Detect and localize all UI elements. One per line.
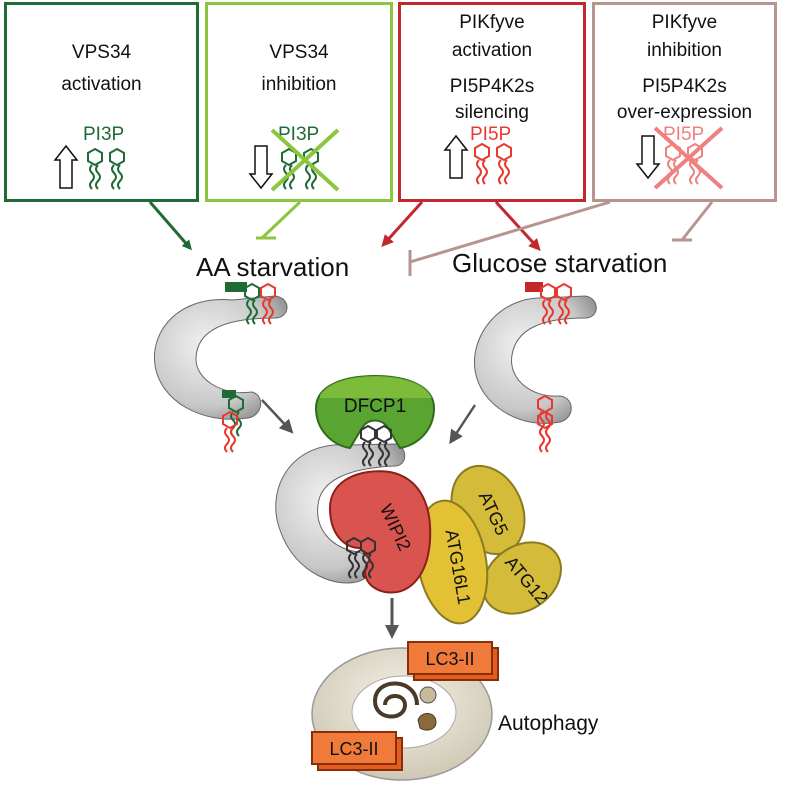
arrow-pikfyve-aa	[381, 200, 424, 247]
box3-line3: PI5P4K2s	[449, 76, 535, 97]
box2-line1: VPS34	[269, 42, 329, 63]
aa-starvation-label: AA starvation	[196, 252, 350, 282]
box3-lipid-label: PI5P	[470, 124, 512, 145]
box4-lipid-label: PI5P	[663, 124, 705, 145]
atg5-protein	[450, 464, 526, 556]
inhibit-pikfyve-glucose	[680, 201, 714, 241]
lc3-badge-top	[407, 641, 499, 681]
box3-line1: PIKfyve	[459, 12, 525, 33]
membrane-central	[275, 443, 406, 584]
dfcp1-label: DFCP1	[344, 396, 406, 417]
atg12-protein	[482, 541, 562, 615]
wipi2-label: WIPI2	[376, 501, 415, 554]
arrow-glucose-to-complex	[449, 404, 477, 445]
atg5-label: ATG5	[475, 489, 512, 539]
lc3-badge-bottom	[311, 731, 403, 771]
box1-line1: VPS34	[71, 42, 132, 63]
box2-lipid-label: PI3P	[278, 124, 320, 145]
box3-line2: activation	[451, 40, 533, 61]
box2-line2: inhibition	[261, 74, 337, 95]
atg16l1-protein	[415, 499, 489, 625]
lc3-top-label: LC3-II	[425, 649, 474, 669]
autophagosome	[311, 647, 493, 781]
inhibit-vps34-inhibition	[260, 200, 302, 240]
wipi2-protein	[328, 470, 432, 594]
box-pikfyve-inhibition: PIKfyve inhibition PI5P4K2s over-express…	[592, 2, 777, 202]
membrane-aa	[153, 282, 288, 453]
box3-line4: silencing	[455, 102, 529, 123]
glucose-starvation-label: Glucose starvation	[452, 248, 668, 278]
arrow-pikfyve-glucose	[494, 200, 541, 251]
dfcp1-protein	[314, 374, 436, 467]
membrane-glucose	[473, 282, 597, 453]
lc3-bottom-label: LC3-II	[329, 739, 378, 759]
box4-line3: PI5P4K2s	[642, 76, 727, 97]
box4-line4: over-expression	[616, 102, 753, 123]
atg16l1-label: ATG16L1	[441, 528, 474, 606]
arrow-vps34-activation	[148, 201, 192, 251]
box4-line1: PIKfyve	[651, 12, 718, 33]
atg12-label: ATG12	[501, 552, 552, 608]
box4-line2: inhibition	[647, 40, 722, 61]
box-vps34-inhibition: VPS34 inhibition	[205, 2, 393, 202]
autophagy-label: Autophagy	[498, 712, 599, 735]
box1-lipid-label: PI3P	[83, 124, 125, 145]
arrow-aa-to-complex	[261, 399, 294, 434]
box-vps34-activation: VPS34 activation	[4, 2, 199, 202]
box-pikfyve-activation: PIKfyve activation PI5P4K2s silencing	[398, 2, 586, 202]
box1-line2: activation	[61, 74, 142, 95]
